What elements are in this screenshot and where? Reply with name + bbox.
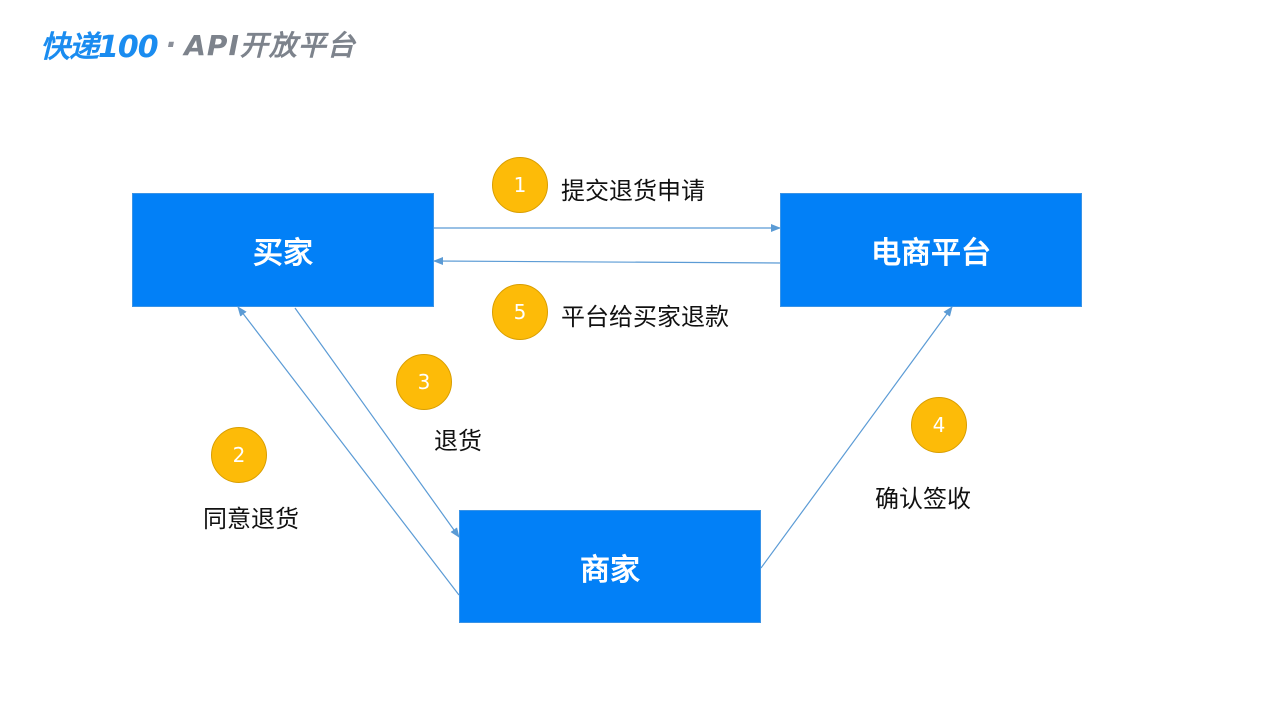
step-badge-5: 5 [492, 284, 548, 340]
arrow-buyer-to-merchant [294, 307, 460, 538]
step-label-5: 平台给买家退款 [561, 303, 729, 331]
node-buyer: 买家 [132, 193, 434, 307]
arrow-merchant-to-platform [760, 306, 953, 569]
step-label-3: 退货 [434, 427, 482, 455]
step-label-4: 确认签收 [875, 485, 971, 513]
arrow-platform-to-buyer [433, 257, 781, 266]
node-merchant-label: 商家 [580, 552, 640, 588]
step-label-2: 同意退货 [203, 505, 299, 533]
step-badge-3: 3 [396, 354, 452, 410]
node-merchant: 商家 [459, 510, 761, 623]
step-badge-2: 2 [211, 427, 267, 483]
arrow-merchant-to-buyer [237, 306, 460, 596]
step-badge-1: 1 [492, 157, 548, 213]
node-platform-label: 电商平台 [871, 236, 991, 271]
step-label-1: 提交退货申请 [561, 177, 705, 205]
logo: 快递100 · API开放平台 [40, 24, 356, 66]
logo-brand: 快递100 [40, 30, 159, 65]
logo-separator: · [165, 27, 177, 61]
node-buyer-label: 买家 [253, 236, 313, 271]
step-badge-4: 4 [911, 397, 967, 453]
logo-subtitle: API开放平台 [184, 29, 356, 62]
node-platform: 电商平台 [780, 193, 1082, 307]
